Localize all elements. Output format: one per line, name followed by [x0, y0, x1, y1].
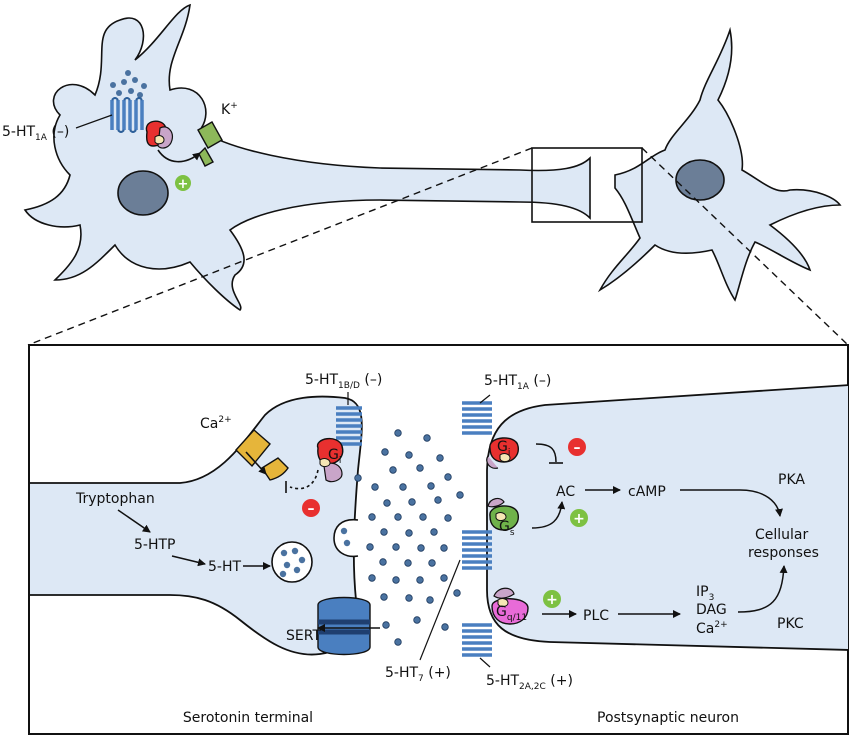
post-gi-protein — [486, 437, 519, 469]
post-gq-label: Gq/11 — [496, 604, 527, 623]
post-gs-label: Gs — [499, 519, 515, 538]
terminal-minus-badge — [302, 499, 320, 517]
post-plus-sign-plc: + — [546, 592, 558, 608]
top-receptor-label: 5-HT1A (–) — [2, 124, 69, 143]
receptor-1bd-label: 5-HT1B/D (–) — [305, 372, 382, 391]
postsynaptic-body — [486, 384, 848, 651]
top-receptor-leader — [75, 114, 113, 129]
zoom-line-left — [27, 147, 533, 346]
responses-label: responses — [748, 545, 819, 561]
nucleus-presynaptic — [117, 170, 169, 216]
post-plus-badge-plc — [543, 590, 561, 608]
htp-label: 5-HTP — [134, 537, 175, 553]
top-gi-protein — [145, 120, 173, 149]
ca2-label: Ca2+ — [696, 620, 728, 637]
receptor-5ht7 — [462, 530, 492, 570]
sert-label: SERT — [286, 628, 321, 644]
ca-label: Ca2+ — [200, 415, 232, 432]
ht-label: 5-HT — [208, 559, 241, 575]
ca-channel — [235, 429, 289, 481]
post-gi-label: Gi — [497, 439, 510, 458]
storage-vesicle — [271, 541, 313, 583]
receptor-7-label: 5-HT7 (+) — [385, 665, 451, 684]
postsynaptic-neuron-caption: Postsynaptic neuron — [597, 710, 739, 726]
receptor-7-leader — [419, 559, 461, 661]
nucleus-postsynaptic — [675, 159, 725, 201]
ac-label: AC — [556, 484, 575, 500]
tryptophan-label: Tryptophan — [75, 491, 155, 507]
post-receptor-5ht1a — [462, 401, 492, 435]
presynaptic-neuron — [23, 3, 591, 312]
k-label: K+ — [221, 101, 238, 118]
post-gs-protein — [487, 497, 519, 531]
pkc-label: PKC — [777, 616, 804, 632]
top-k-channel — [197, 121, 223, 167]
terminal-gi-protein — [317, 438, 344, 483]
ip3-label: IP3 — [696, 584, 714, 603]
inhibit-ca-dotted — [289, 469, 319, 490]
post-plus-sign-ac: + — [573, 511, 585, 527]
post-plus-badge-ac — [570, 509, 588, 527]
post-gq-protein — [491, 587, 529, 625]
post-1a-leader — [479, 394, 491, 404]
post-receptor-5ht2a2c — [462, 623, 492, 657]
serotonin-terminal-caption: Serotonin terminal — [183, 710, 313, 726]
post-inhibit-line — [535, 443, 557, 463]
camp-label: cAMP — [628, 484, 666, 500]
fusing-vesicle — [333, 518, 359, 558]
terminal-minus-sign: – — [308, 501, 315, 517]
cellular-label: Cellular — [755, 527, 809, 543]
messengers-to-response-arrow — [737, 565, 788, 613]
camp-to-response-arrow — [680, 489, 783, 517]
post-minus-sign: – — [574, 440, 581, 456]
pka-label: PKA — [778, 472, 805, 488]
arrow-trp-htp — [117, 509, 151, 533]
cleft-serotonin — [354, 429, 464, 646]
zoom-box — [531, 147, 643, 223]
post-minus-badge — [568, 438, 586, 456]
receptor-5ht1bd — [336, 406, 362, 446]
arrow-htp-ht — [171, 555, 206, 567]
plc-label: PLC — [583, 608, 609, 624]
terminal-gi-label: Gi — [328, 447, 341, 466]
sert-transporter — [317, 596, 380, 656]
dag-label: DAG — [696, 602, 727, 618]
top-arrow-to-k — [157, 149, 201, 163]
top-plus-sign: + — [178, 177, 189, 192]
top-vesicles — [110, 70, 147, 98]
receptor-2a-label: 5-HT2A,2C (+) — [486, 673, 573, 692]
postsynaptic-neuron — [597, 26, 842, 302]
receptor-2a-leader — [479, 657, 491, 668]
top-plus-badge — [175, 175, 191, 191]
post-receptor-1a-label: 5-HT1A (–) — [484, 373, 551, 392]
gs-to-ac-arrow — [531, 501, 566, 529]
